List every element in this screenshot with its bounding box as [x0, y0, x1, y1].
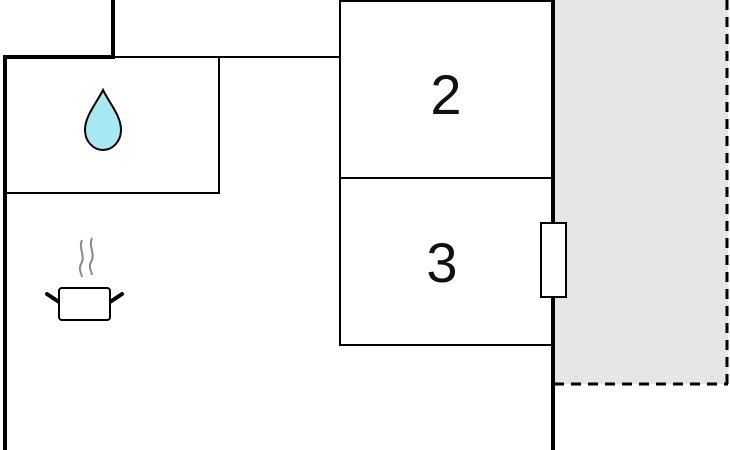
room-3-label: 3: [426, 231, 457, 294]
door-icon: [540, 222, 567, 298]
cooking-pot-icon: [45, 237, 124, 321]
water-drop-icon: [83, 87, 123, 151]
room-2-label: 2: [430, 63, 461, 126]
terrace-fill: [554, 0, 728, 384]
room-bathroom-outline: [4, 56, 220, 194]
exterior-walls: [3, 0, 555, 450]
pot-body: [58, 287, 111, 321]
steam-left: [78, 239, 84, 278]
pot-handle-left: [45, 292, 61, 304]
pot-handle-right: [108, 292, 124, 304]
terrace-area: [554, 0, 729, 386]
steam-right: [88, 237, 94, 276]
